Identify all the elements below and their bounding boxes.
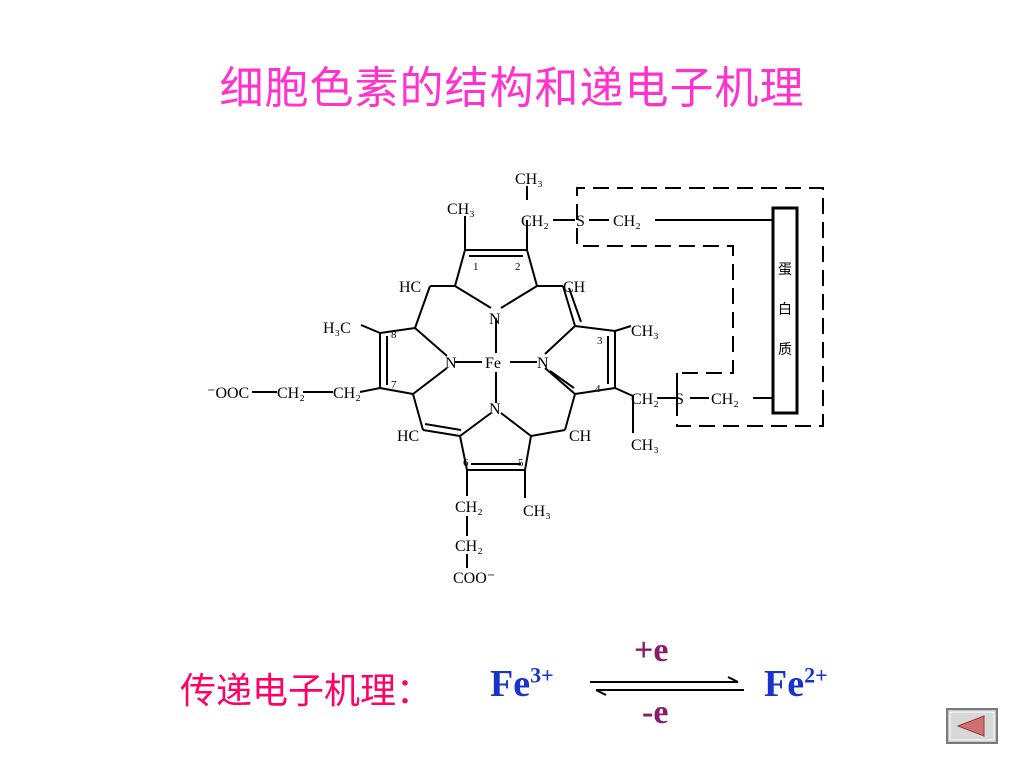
atom-label: CH₂: [455, 538, 483, 555]
ring-position-number: 6: [463, 457, 469, 469]
ring-position-number: 5: [518, 457, 524, 469]
atom-label: CH₃: [523, 503, 551, 520]
mechanism-label: 传递电子机理：: [180, 671, 433, 712]
ring-position-number: 7: [391, 379, 397, 391]
atom-label: H₃C: [323, 320, 351, 337]
ring-position-number: 8: [391, 329, 397, 341]
plus-electron-label: +e: [634, 632, 669, 669]
fe2-species: Fe2+: [764, 662, 828, 705]
ring-position-number: 3: [597, 335, 603, 347]
atom-label: N: [445, 355, 457, 372]
fe3-species: Fe3+: [490, 662, 554, 705]
atom-label: CH₂: [455, 499, 483, 516]
atom-label: CH₃: [515, 171, 543, 188]
atom-label: S: [576, 213, 585, 230]
atom-label: CH₂: [711, 391, 739, 408]
iron-atom-label: Fe: [485, 355, 501, 372]
atom-label: CH: [569, 428, 592, 445]
minus-electron-label: -e: [642, 694, 669, 731]
back-arrow-icon[interactable]: [946, 708, 998, 744]
atom-label: N: [489, 311, 501, 328]
atom-label: HC: [397, 428, 419, 445]
atom-label: CH₂: [521, 213, 549, 230]
atom-label: HC: [399, 279, 421, 296]
protein-label-char: 蛋: [778, 262, 792, 278]
atom-label: CH₂: [333, 385, 361, 402]
ring-position-number: 4: [595, 383, 601, 395]
atom-label: N: [537, 355, 549, 372]
cytochrome-structure-diagram: CH₃ CH₃ CH₂ S CH₂ HC CH N H₃C CH₃ N Fe N…: [207, 171, 824, 587]
ring-position-number: 2: [515, 261, 521, 273]
atom-label: CH₃: [447, 201, 475, 218]
protein-label-char: 白: [778, 302, 792, 318]
equilibrium-arrows-icon: [590, 676, 744, 696]
page-title: 细胞色素的结构和递电子机理: [219, 63, 805, 114]
atom-label: CH₂: [277, 385, 305, 402]
atom-label: CH₂: [613, 213, 641, 230]
atom-label: N: [489, 401, 501, 418]
atom-label: CH₃: [631, 437, 659, 454]
atom-label: CH₂: [631, 391, 659, 408]
ring-position-number: 1: [473, 261, 479, 273]
atom-label: ⁻OOC: [207, 385, 249, 402]
atom-label: COO⁻: [453, 570, 495, 587]
atom-label: CH₃: [631, 323, 659, 340]
protein-label-char: 质: [778, 342, 792, 358]
atom-label: CH: [563, 279, 586, 296]
atom-label: S: [675, 391, 684, 408]
